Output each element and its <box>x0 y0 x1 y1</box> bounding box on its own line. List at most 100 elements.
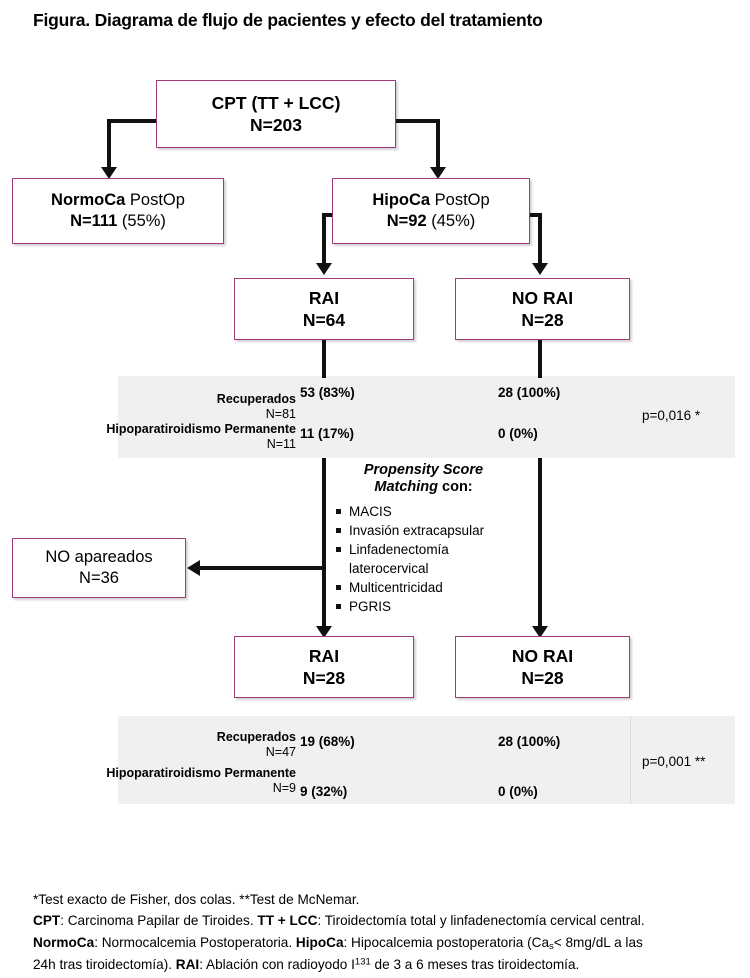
footnote-line-4: 24h tras tiroidectomía). RAI: Ablación c… <box>33 954 739 975</box>
band1-row1-label-text: Recuperados <box>216 392 296 406</box>
footnote-line-2: CPT: Carcinoma Papilar de Tiroides. TT +… <box>33 910 739 931</box>
connector-cpt-right-horizontal <box>392 119 440 123</box>
psm-item: MACIS <box>336 503 511 521</box>
band1-row1-rai-value: 53 (83%) <box>300 385 355 400</box>
band1-row1-label: Recuperados N=81 <box>18 392 296 422</box>
footnote-line-4-text-b: : Ablación con radioyodo I <box>199 957 355 973</box>
band2-row1-rai-value: 19 (68%) <box>300 734 355 749</box>
square-bullet-icon <box>336 508 341 514</box>
psm-item: PGRIS <box>336 598 511 616</box>
connector-hipoca-left-vertical <box>322 213 326 265</box>
band1-row2-norai-value: 0 (0%) <box>498 426 538 441</box>
connector-to-no-apareados <box>200 566 324 570</box>
connector-cpt-right-vertical <box>436 119 440 169</box>
node-hipoca-line1: HipoCa PostOp <box>372 190 489 211</box>
connector-hipoca-right-horizontal <box>518 213 542 217</box>
node-norai-bottom-line1: NO RAI <box>511 645 574 666</box>
arrow-to-rai-bottom <box>315 626 332 638</box>
connector-cpt-left-horizontal <box>107 119 160 123</box>
node-normoca: NormoCa PostOp N=111 (55%) <box>12 178 224 244</box>
psm-item-label: Invasión extracapsular <box>349 522 485 538</box>
node-rai-bottom: RAI N=28 <box>234 636 414 698</box>
psm-item: Linfadenectomía <box>336 541 511 559</box>
node-hipoca-line2-rest: (45%) <box>426 212 476 230</box>
footnote-subscript-s: s <box>549 941 554 953</box>
band2-row2-label-sub: N=9 <box>272 780 296 795</box>
node-normoca-line2-rest: (55%) <box>117 212 166 230</box>
band2-row1-label-text: Recuperados <box>216 730 296 744</box>
band1-row2-label: Hipoparatiroidismo Permanente N=11 <box>18 422 296 452</box>
arrow-hipoca-to-norai <box>531 263 548 275</box>
stats-band-1 <box>118 376 735 458</box>
footnote-line-3-text-c: < 8mg/dL a las <box>553 934 643 950</box>
psm-item-label: PGRIS <box>349 598 392 614</box>
node-no-apareados-line2: N=36 <box>79 569 119 587</box>
band1-pvalue: p=0,016 * <box>642 408 701 423</box>
node-normoca-line1: NormoCa PostOp <box>51 190 185 211</box>
band1-row2-rai-value: 11 (17%) <box>300 426 355 441</box>
footnote-term-hipoca: HipoCa <box>295 934 344 950</box>
node-hipoca-line1-rest: PostOp <box>430 190 490 209</box>
psm-criteria-list: MACIS Invasión extracapsular Linfadenect… <box>336 503 511 616</box>
node-norai-top-line2: N=28 <box>521 310 564 330</box>
band2-row1-label-sub: N=47 <box>265 744 296 759</box>
node-rai-bottom-line2: N=28 <box>302 668 346 688</box>
band2-pvalue: p=0,001 ** <box>642 754 706 769</box>
square-bullet-icon <box>336 603 341 609</box>
footnote-term-rai: RAI <box>175 957 200 973</box>
band2-row1-label: Recuperados N=47 <box>18 730 296 760</box>
node-cpt-line2: N=203 <box>249 115 303 135</box>
footnote-line-3: NormoCa: Normocalcemia Postoperatoria. H… <box>33 932 739 954</box>
figure-title: Figura. Diagrama de flujo de pacientes y… <box>33 10 543 30</box>
psm-heading: Propensity Score Matching con: <box>336 462 511 497</box>
band1-row1-norai-value: 28 (100%) <box>498 385 561 400</box>
node-norai-top: NO RAI N=28 <box>455 278 630 340</box>
node-norai-top-line1: NO RAI <box>511 287 574 308</box>
footnote-line-2-text-a: : Carcinoma Papilar de Tiroides. <box>60 913 258 929</box>
node-hipoca-line2-bold: N=92 <box>386 212 427 230</box>
node-norai-bottom: NO RAI N=28 <box>455 636 630 698</box>
arrow-to-norai-bottom <box>531 626 548 638</box>
connector-norai-long-vertical <box>538 458 542 630</box>
node-hipoca-line2: N=92 (45%) <box>387 211 476 232</box>
square-bullet-icon <box>336 527 341 533</box>
connector-cpt-left-vertical <box>107 119 111 169</box>
footnote-line-1: *Test exacto de Fisher, dos colas. **Tes… <box>33 892 360 907</box>
square-bullet-icon <box>336 546 341 552</box>
footnote-line-4-text-a: 24h tras tiroidectomía). <box>33 957 176 973</box>
band2-row1-norai-value: 28 (100%) <box>498 734 561 749</box>
connector-hipoca-right-vertical <box>538 213 542 265</box>
arrow-hipoca-to-rai <box>315 263 332 275</box>
node-norai-bottom-line2: N=28 <box>521 668 564 688</box>
node-hipoca-line1-bold: HipoCa <box>372 190 431 209</box>
connector-rai-top-down <box>322 340 326 378</box>
band2-row2-rai-value: 9 (32%) <box>300 784 348 799</box>
footnote-superscript-131: 131 <box>354 956 371 968</box>
node-cpt-line1: CPT (TT + LCC) <box>211 92 341 113</box>
footnote-term-cpt: CPT <box>33 913 61 929</box>
psm-heading-italic: Propensity Score Matching <box>363 462 484 496</box>
band2-divider <box>630 716 631 804</box>
band1-row2-label-sub: N=11 <box>266 436 296 451</box>
arrow-cpt-to-hipoca <box>429 167 446 179</box>
band2-row2-label: Hipoparatiroidismo Permanente N=9 <box>18 766 296 796</box>
node-no-apareados-line1: NO apareados <box>45 547 153 566</box>
psm-item-label: Multicentricidad <box>349 579 443 595</box>
psm-heading-tail: con: <box>438 479 473 496</box>
node-rai-top: RAI N=64 <box>234 278 414 340</box>
footnote-term-normoca: NormoCa <box>33 934 95 950</box>
arrow-to-no-apareados <box>187 559 200 576</box>
psm-item: Multicentricidad <box>336 579 511 597</box>
propensity-score-matching-block: Propensity Score Matching con: MACIS Inv… <box>336 462 511 617</box>
psm-item-label: laterocervical <box>349 560 429 576</box>
connector-rai-long-vertical <box>322 458 326 630</box>
connector-norai-top-down <box>538 340 542 378</box>
band1-row2-label-text: Hipoparatiroidismo Permanente <box>106 422 296 436</box>
stats-band-2 <box>118 716 735 804</box>
node-no-apareados: NO apareados N=36 <box>12 538 186 598</box>
psm-item-continuation: laterocervical <box>336 560 511 578</box>
node-rai-top-line1: RAI <box>308 287 340 308</box>
footnotes: *Test exacto de Fisher, dos colas. **Tes… <box>33 889 739 975</box>
psm-item-label: MACIS <box>349 503 392 519</box>
